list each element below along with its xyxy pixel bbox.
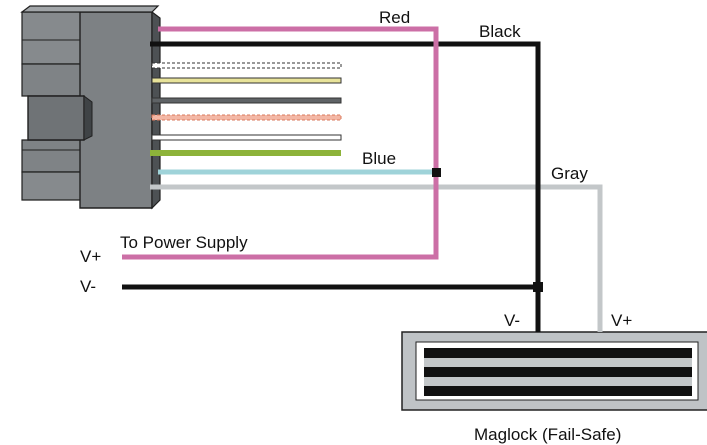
red-wire — [122, 26, 439, 260]
label-supply-positive: V+ — [80, 247, 101, 266]
label-red: Red — [379, 8, 410, 27]
yellow-lead — [151, 77, 342, 84]
black-wire — [150, 41, 541, 332]
label-to-power-supply: To Power Supply — [120, 233, 248, 252]
label-black: Black — [479, 22, 521, 41]
orange-striped-lead — [151, 114, 342, 121]
label-lock-negative: V- — [504, 311, 520, 330]
maglock-body — [401, 331, 707, 411]
gray-wire — [150, 184, 603, 332]
label-lock-positive: V+ — [611, 311, 632, 330]
connector-block — [20, 5, 161, 210]
dark-gray-lead — [151, 97, 342, 104]
unused-leads — [150, 62, 342, 156]
label-maglock: Maglock (Fail-Safe) — [474, 425, 621, 444]
black-negative-splice — [533, 282, 543, 292]
label-blue: Blue — [362, 149, 396, 168]
white-lead — [151, 134, 342, 141]
label-gray: Gray — [551, 164, 588, 183]
blue-red-splice — [432, 168, 441, 177]
label-supply-negative: V- — [80, 277, 96, 296]
white-striped-lead — [151, 62, 342, 69]
